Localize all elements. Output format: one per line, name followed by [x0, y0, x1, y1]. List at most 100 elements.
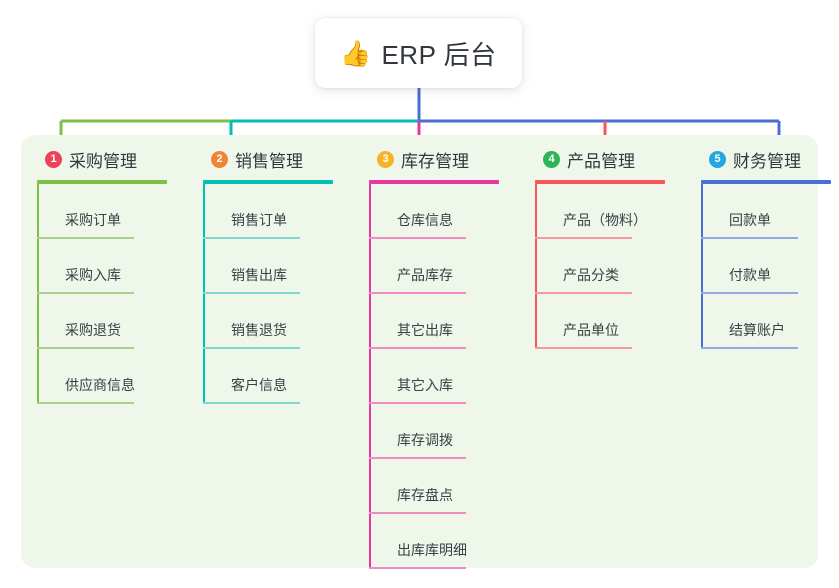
- branch-spine-3: [369, 184, 371, 569]
- item-label: 结算账户: [729, 322, 785, 338]
- item-rule: [203, 292, 300, 294]
- item-rule: [369, 457, 466, 459]
- item-rule: [369, 347, 466, 349]
- item-rule: [701, 237, 798, 239]
- item-rule: [203, 237, 300, 239]
- branch-header-2[interactable]: 2 销售管理: [195, 145, 361, 173]
- item-rule: [369, 567, 466, 569]
- list-item[interactable]: 采购退货: [37, 294, 195, 349]
- branch-column-2: 2 销售管理 销售订单 销售出库 销售退货 客户信息: [195, 135, 361, 568]
- list-item[interactable]: 销售订单: [203, 184, 361, 239]
- list-item[interactable]: 供应商信息: [37, 349, 195, 404]
- branch-rule-4: [535, 180, 665, 184]
- list-item[interactable]: 付款单: [701, 239, 839, 294]
- branch-title-2: 销售管理: [235, 151, 303, 171]
- branch-column-3: 3 库存管理 仓库信息 产品库存 其它出库 其它入库: [361, 135, 527, 569]
- branch-rule-2: [203, 180, 333, 184]
- branch-badge-3: 3: [377, 150, 394, 168]
- item-rule: [369, 237, 466, 239]
- list-item[interactable]: 采购订单: [37, 184, 195, 239]
- branch-spine-1: [37, 184, 39, 404]
- item-label: 销售退货: [231, 322, 287, 338]
- branch-header-5[interactable]: 5 财务管理: [693, 145, 839, 173]
- branch-badge-5: 5: [709, 150, 726, 168]
- branch-spine-4: [535, 184, 537, 349]
- item-rule: [369, 512, 466, 514]
- item-rule: [369, 292, 466, 294]
- item-rule: [535, 237, 632, 239]
- branch-header-3[interactable]: 3 库存管理: [361, 145, 527, 173]
- root-title: ERP 后台: [381, 39, 497, 70]
- item-rule: [37, 347, 134, 349]
- item-rule: [369, 402, 466, 404]
- item-label: 采购订单: [65, 212, 121, 228]
- branch-badge-1: 1: [45, 150, 62, 168]
- item-label: 回款单: [729, 212, 771, 228]
- item-rule: [535, 347, 632, 349]
- branch-rule-5: [701, 180, 831, 184]
- branch-title-1: 采购管理: [69, 151, 137, 171]
- root-node[interactable]: 👍 ERP 后台: [315, 18, 522, 88]
- list-item[interactable]: 出库库明细: [369, 514, 527, 569]
- list-item[interactable]: 仓库信息: [369, 184, 527, 239]
- item-label: 供应商信息: [65, 377, 135, 393]
- list-item[interactable]: 客户信息: [203, 349, 361, 404]
- list-item[interactable]: 产品分类: [535, 239, 693, 294]
- branch-spine-2: [203, 184, 205, 404]
- list-item[interactable]: 结算账户: [701, 294, 839, 349]
- branch-title-5: 财务管理: [733, 151, 801, 171]
- list-item[interactable]: 产品（物料）: [535, 184, 693, 239]
- item-rule: [37, 237, 134, 239]
- branch-badge-4: 4: [543, 150, 560, 168]
- branches-panel: [21, 135, 818, 568]
- branch-items-2: 销售订单 销售出库 销售退货 客户信息: [203, 184, 361, 404]
- item-rule: [701, 292, 798, 294]
- item-label: 其它入库: [397, 377, 453, 393]
- branch-header-4[interactable]: 4 产品管理: [527, 145, 693, 173]
- item-rule: [37, 402, 134, 404]
- item-label: 库存调拨: [397, 432, 453, 448]
- branch-badge-2: 2: [211, 150, 228, 168]
- branch-header-1[interactable]: 1 采购管理: [29, 145, 195, 173]
- item-label: 销售订单: [231, 212, 287, 228]
- list-item[interactable]: 其它出库: [369, 294, 527, 349]
- item-label: 库存盘点: [397, 487, 453, 503]
- branch-title-4: 产品管理: [567, 151, 635, 171]
- branch-items-5: 回款单 付款单 结算账户: [701, 184, 839, 349]
- branch-columns: 1 采购管理 采购订单 采购入库 采购退货 供应商信: [21, 135, 831, 569]
- item-label: 产品分类: [563, 267, 619, 283]
- list-item[interactable]: 回款单: [701, 184, 839, 239]
- thumbs-up-icon: 👍: [340, 39, 372, 68]
- branch-column-4: 4 产品管理 产品（物料） 产品分类 产品单位: [527, 135, 693, 568]
- list-item[interactable]: 采购入库: [37, 239, 195, 294]
- item-rule: [37, 292, 134, 294]
- item-rule: [203, 347, 300, 349]
- list-item[interactable]: 销售出库: [203, 239, 361, 294]
- item-label: 采购入库: [65, 267, 121, 283]
- list-item[interactable]: 其它入库: [369, 349, 527, 404]
- item-rule: [535, 292, 632, 294]
- branch-items-4: 产品（物料） 产品分类 产品单位: [535, 184, 693, 349]
- branch-rule-1: [37, 180, 167, 184]
- item-rule: [203, 402, 300, 404]
- list-item[interactable]: 产品库存: [369, 239, 527, 294]
- item-label: 客户信息: [231, 377, 287, 393]
- branch-column-1: 1 采购管理 采购订单 采购入库 采购退货 供应商信: [29, 135, 195, 568]
- item-label: 仓库信息: [397, 212, 453, 228]
- list-item[interactable]: 产品单位: [535, 294, 693, 349]
- branch-items-1: 采购订单 采购入库 采购退货 供应商信息: [37, 184, 195, 404]
- item-label: 产品单位: [563, 322, 619, 338]
- branch-column-5: 5 财务管理 回款单 付款单 结算账户: [693, 135, 839, 568]
- item-label: 其它出库: [397, 322, 453, 338]
- list-item[interactable]: 库存调拨: [369, 404, 527, 459]
- item-label: 付款单: [729, 267, 771, 283]
- list-item[interactable]: 销售退货: [203, 294, 361, 349]
- item-label: 采购退货: [65, 322, 121, 338]
- item-rule: [701, 347, 798, 349]
- item-label: 产品（物料）: [563, 212, 647, 228]
- list-item[interactable]: 库存盘点: [369, 459, 527, 514]
- branch-items-3: 仓库信息 产品库存 其它出库 其它入库 库存调拨: [369, 184, 527, 569]
- branch-title-3: 库存管理: [401, 151, 469, 171]
- branch-rule-3: [369, 180, 499, 184]
